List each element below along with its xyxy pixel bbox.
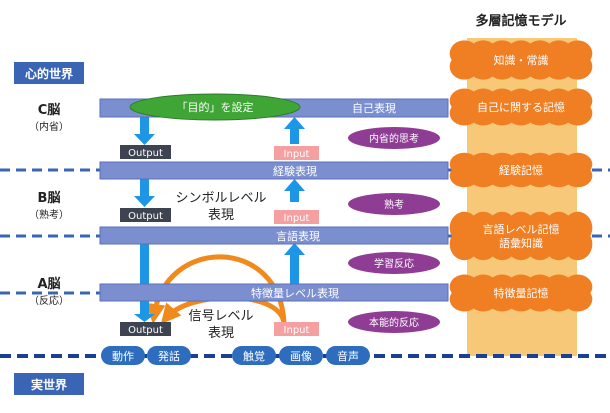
instinctive-reaction-ellipse (348, 311, 440, 333)
input-box-a (274, 322, 319, 336)
learning-reaction-ellipse (348, 252, 440, 274)
mind-world-label: 心的世界 (25, 66, 73, 81)
brain-b-sub: （熟考） (29, 208, 69, 221)
learning-reaction-label: 学習反応 (374, 257, 414, 270)
deliberation-ellipse (348, 193, 440, 215)
goal-label: 「目的」を設定 (177, 100, 254, 114)
output-box-a (120, 322, 171, 336)
input-label-c: Input (284, 149, 310, 160)
input-box-b (274, 210, 319, 224)
instinctive-reaction-label: 本能的反応 (369, 316, 419, 329)
memory-cloud-4: 特徴量記憶 (449, 274, 593, 312)
mind-world-box (14, 62, 84, 84)
sense-label-image: 画像 (290, 350, 312, 363)
output-box-c (120, 145, 171, 159)
brain-c-name: C脳 (38, 103, 61, 118)
symbol-level-caption: シンボルレベル表現 (175, 191, 266, 223)
language-representation-bar (99, 226, 449, 245)
sense-oval-audio[interactable] (326, 346, 370, 365)
input-arrows (284, 117, 305, 286)
real-world-label: 実世界 (31, 377, 67, 392)
sense-oval-image[interactable] (279, 346, 323, 365)
sense-ovals: 触覚 画像 音声 (232, 346, 370, 365)
input-label-b: Input (284, 213, 310, 224)
memory-cloud-3: 言語レベル記憶語彙知識 (449, 211, 593, 261)
action-oval-speech[interactable] (147, 346, 191, 365)
sense-oval-touch[interactable] (232, 346, 276, 365)
sense-label-touch: 触覚 (243, 349, 265, 363)
action-label-motion: 動作 (112, 349, 134, 363)
action-ovals: 動作 発話 (101, 346, 191, 365)
feature-representation-bar (99, 283, 449, 302)
introspective-thinking-ellipse (348, 127, 440, 149)
input-box-c (274, 146, 319, 160)
memory-cloud-1: 自己に関する記憶 (449, 88, 593, 126)
output-label-a: Output (128, 325, 163, 336)
self-representation-label: 自己表現 (352, 101, 396, 115)
input-label-a: Input (284, 325, 310, 336)
feature-representation-label: 特徴量レベル表現 (251, 286, 339, 300)
deliberation-label: 熟考 (384, 198, 404, 211)
output-label-b: Output (128, 211, 163, 222)
real-world-box (14, 373, 84, 395)
experience-representation-bar (99, 161, 449, 180)
brain-a-name: A脳 (37, 277, 60, 292)
language-representation-label: 言語表現 (276, 229, 320, 243)
introspective-thinking-label: 内省的思考 (369, 132, 419, 145)
goal-ellipse (129, 93, 301, 121)
memory-label-4: 特徴量記憶 (494, 286, 549, 300)
output-box-b (120, 208, 171, 222)
output-label-c: Output (128, 148, 163, 159)
sense-label-audio: 音声 (337, 349, 359, 363)
signal-level-caption: 信号レベル表現 (188, 309, 253, 341)
brain-b-name: B脳 (38, 191, 61, 206)
brain-a-sub: （反応） (29, 294, 69, 307)
memory-label-0: 知識・常識 (494, 53, 549, 67)
memory-label-1: 自己に関する記憶 (477, 100, 565, 114)
brain-c-sub: （内省） (29, 120, 69, 133)
model-title: 多層記憶モデル (475, 13, 566, 29)
memory-cloud-2: 経験記憶 (449, 152, 593, 188)
action-oval-motion[interactable] (101, 346, 145, 365)
memory-label-3: 言語レベル記憶語彙知識 (483, 222, 560, 250)
experience-representation-label: 経験表現 (273, 164, 317, 178)
memory-label-2: 経験記憶 (499, 163, 543, 177)
action-label-speech: 発話 (158, 349, 180, 363)
memory-cloud-0: 知識・常識 (449, 40, 593, 80)
